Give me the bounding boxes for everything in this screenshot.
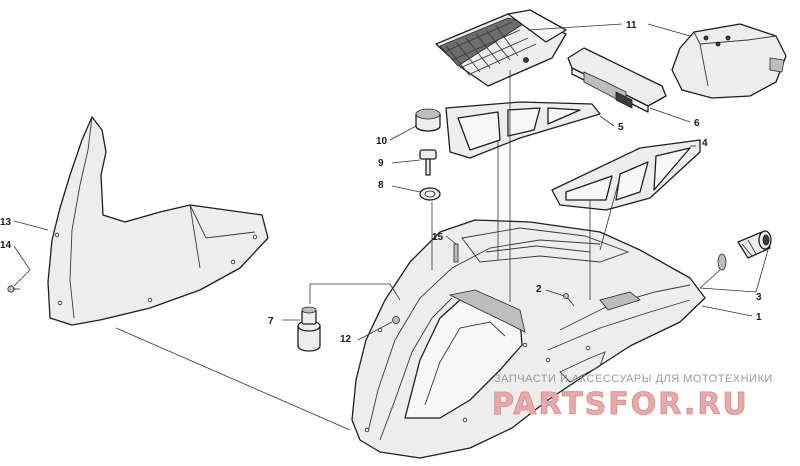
vent-frame-part-4[interactable]	[551, 139, 701, 211]
hood-nose-part-1[interactable]	[351, 219, 706, 459]
label-14: 14	[0, 240, 12, 251]
label-1: 1	[756, 312, 762, 323]
watermark-logo: PARTSFOR.RU	[492, 387, 749, 422]
label-2: 2	[536, 284, 542, 295]
label-4: 4	[702, 138, 708, 149]
watermark: ЗАПЧАСТИ И АКСЕССУАРЫ ДЛЯ МОТОТЕХНИКИ PA…	[492, 373, 773, 422]
switch-part-7[interactable]	[297, 306, 321, 352]
light-housing-part-11b[interactable]	[671, 23, 787, 99]
grille-mesh	[443, 21, 537, 77]
label-15: 15	[432, 232, 444, 243]
label-12: 12	[340, 334, 352, 345]
vent-frame-part-5[interactable]	[445, 101, 601, 159]
label-9: 9	[378, 158, 384, 169]
label-10: 10	[376, 136, 388, 147]
watermark-caption: ЗАПЧАСТИ И АКСЕССУАРЫ ДЛЯ МОТОТЕХНИКИ	[494, 373, 773, 385]
label-3: 3	[756, 292, 762, 303]
side-panel-part-13[interactable]	[47, 116, 269, 326]
clip-part-15[interactable]	[453, 243, 459, 263]
label-5: 5	[618, 122, 624, 133]
label-13: 13	[0, 217, 12, 228]
screw-part-14[interactable]	[7, 285, 20, 293]
label-11: 11	[626, 20, 637, 31]
callout-labels: 11 5 6 4 10 9 8 13 14 15 2 3 1 7 12	[0, 20, 762, 345]
module-part-6[interactable]	[567, 47, 667, 113]
label-8: 8	[378, 180, 384, 191]
connector-part-3[interactable]	[717, 230, 772, 271]
cap-part-10[interactable]	[415, 108, 441, 132]
leader-lines	[13, 23, 769, 431]
label-7: 7	[268, 316, 274, 327]
key-part-9[interactable]	[419, 149, 437, 176]
grille-part-11[interactable]	[435, 9, 567, 87]
ring-part-8[interactable]	[419, 187, 441, 201]
fastener-part-12[interactable]	[392, 316, 400, 324]
label-6: 6	[694, 118, 700, 129]
